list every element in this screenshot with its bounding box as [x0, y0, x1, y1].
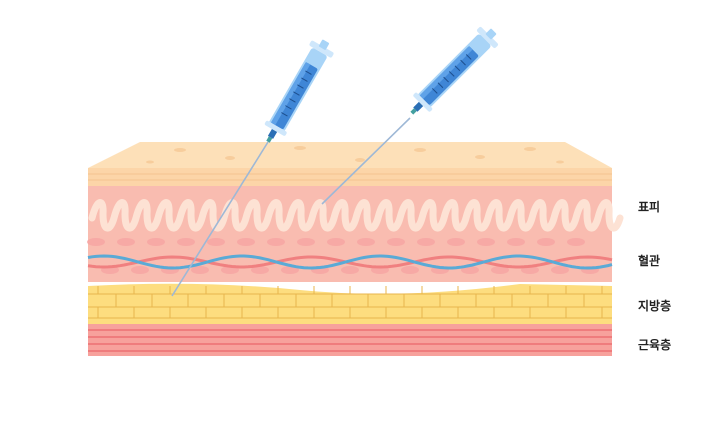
label-muscle-layer: 근육층 [638, 338, 672, 352]
blood-vessel-blue [87, 254, 613, 270]
dermis-papillae [88, 199, 624, 232]
label-blood-vessel: 혈관 [638, 254, 661, 268]
label-fat-layer: 지방층 [638, 299, 672, 313]
epidermis-surface [88, 142, 612, 168]
syringe-icon-left [171, 39, 334, 297]
fat-cells [88, 286, 612, 319]
syringe-icon-right [321, 27, 498, 205]
epidermis-texture [146, 146, 564, 164]
muscle-fibers [88, 329, 612, 352]
blood-vessel-red [87, 255, 613, 269]
label-epidermis: 표피 [638, 200, 661, 214]
dermis-cells [87, 238, 599, 274]
